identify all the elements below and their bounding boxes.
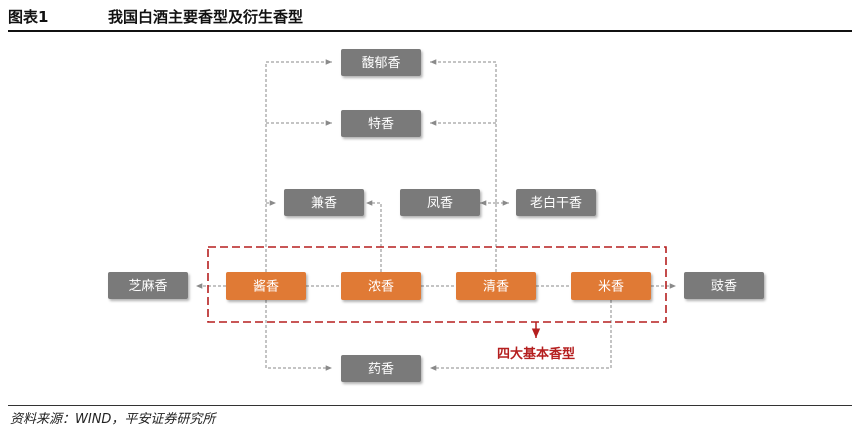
node-fuyu: 馥郁香 <box>341 49 421 76</box>
node-label-qing: 清香 <box>483 280 509 295</box>
figure-title: 我国白酒主要香型及衍生香型 <box>108 8 304 26</box>
node-nong: 浓香 <box>341 272 421 300</box>
node-box-nong <box>341 272 421 300</box>
node-label-feng: 凤香 <box>427 196 453 211</box>
source-note: 资料来源：WIND，平安证券研究所 <box>10 412 216 427</box>
node-laobaigan: 老白干香 <box>516 189 596 216</box>
node-te: 特香 <box>341 110 421 137</box>
connector-jiang-fuyu <box>265 59 332 272</box>
node-label-te: 特香 <box>368 117 394 132</box>
node-label-chi: 豉香 <box>711 279 737 294</box>
node-label-fuyu: 馥郁香 <box>361 56 400 71</box>
node-yao: 药香 <box>341 355 421 382</box>
basic-aroma-group-box <box>207 246 667 323</box>
node-jiang: 酱香 <box>226 272 306 300</box>
node-box-mi <box>571 272 651 300</box>
node-label-mi: 米香 <box>598 280 624 295</box>
connector-lines <box>196 59 676 371</box>
node-label-zhima: 芝麻香 <box>128 278 167 294</box>
node-box-jiang <box>226 272 306 300</box>
node-box-te <box>341 110 421 137</box>
node-feng: 凤香 <box>400 189 480 216</box>
connector-nong-jian <box>366 200 382 272</box>
node-box-fuyu <box>341 49 421 76</box>
figure-number: 图表1 <box>8 8 49 26</box>
node-box-jian <box>284 189 364 216</box>
node-box-feng <box>400 189 480 216</box>
node-jian: 兼香 <box>284 189 364 216</box>
connector-jiang-yao <box>265 300 332 371</box>
node-chi: 豉香 <box>684 272 764 299</box>
top-rule <box>8 30 852 32</box>
node-label-jiang: 酱香 <box>253 280 279 295</box>
node-label-nong: 浓香 <box>368 280 394 295</box>
connector-qing-fuyu <box>430 59 497 272</box>
node-label-jian: 兼香 <box>311 196 337 211</box>
node-mi: 米香 <box>571 272 651 300</box>
node-box-qing <box>456 272 536 300</box>
node-box-laobaigan <box>516 189 596 216</box>
node-qing: 清香 <box>456 272 536 300</box>
node-label-laobaigan: 老白干香 <box>530 195 582 211</box>
group-label: 四大基本香型 <box>497 346 575 362</box>
node-label-yao: 药香 <box>368 362 394 377</box>
node-zhima: 芝麻香 <box>108 272 188 299</box>
node-box-zhima <box>108 272 188 299</box>
node-box-chi <box>684 272 764 299</box>
bottom-rule <box>8 405 852 406</box>
node-box-yao <box>341 355 421 382</box>
